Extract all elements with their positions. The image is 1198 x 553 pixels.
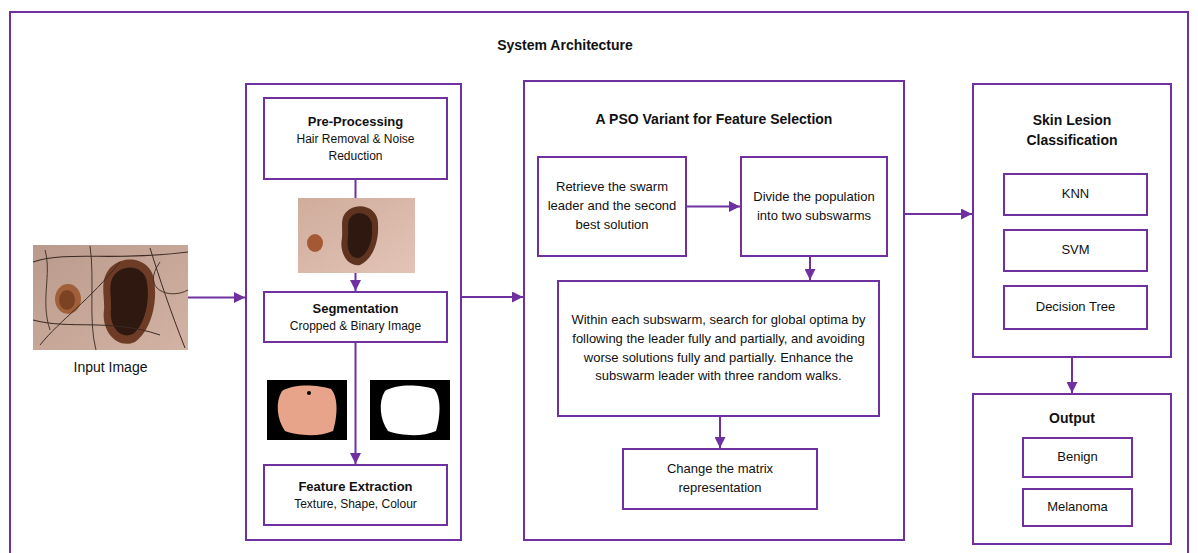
stage-panel: OutputBenignMelanoma — [972, 393, 1172, 545]
process-box: Decision Tree — [1003, 285, 1148, 330]
process-box: Change the matrix representation — [622, 448, 818, 510]
flow-arrow — [188, 297, 245, 299]
box-heading: Pre-Processing — [308, 113, 403, 131]
preprocessed-photo — [298, 198, 415, 273]
outer-frame — [10, 12, 1188, 553]
box-text: SVM — [1061, 241, 1089, 259]
box-text: Retrieve the swarm leader and the second… — [547, 178, 677, 235]
box-heading: Feature Extraction — [298, 478, 412, 496]
flow-arrow — [355, 343, 357, 464]
box-text: Benign — [1057, 448, 1097, 466]
flow-arrow — [809, 257, 811, 280]
flow-arrow — [905, 213, 972, 215]
process-box: Benign — [1022, 437, 1133, 478]
box-text: Divide the population into two subswarms — [750, 188, 878, 226]
cropped-lesion — [267, 380, 347, 440]
box-text: Within each subswarm, search for global … — [567, 311, 870, 386]
box-text: KNN — [1062, 185, 1089, 203]
process-box: Divide the population into two subswarms — [740, 156, 888, 257]
box-text: Decision Tree — [1036, 298, 1115, 316]
flow-arrow — [1071, 358, 1073, 393]
panel-title: A PSO Variant for Feature Selection — [544, 110, 884, 130]
process-box: SegmentationCropped & Binary Image — [263, 291, 448, 343]
flow-arrow — [687, 206, 740, 208]
flow-arrow — [719, 417, 721, 448]
input-photo — [33, 245, 188, 350]
panel-title: Output — [982, 409, 1162, 429]
binary-mask — [370, 380, 450, 440]
process-box: Within each subswarm, search for global … — [557, 280, 880, 417]
box-heading: Segmentation — [313, 300, 399, 318]
stage-panel: A PSO Variant for Feature SelectionRetri… — [523, 80, 905, 541]
image-caption: Input Image — [33, 358, 188, 378]
flow-arrow — [462, 296, 523, 298]
stage-panel: Skin Lesion ClassificationKNN SVM Decision… — [972, 83, 1172, 358]
box-subtext: Texture, Shape, Colour — [294, 496, 417, 513]
box-subtext: Hair Removal & Noise Reduction — [273, 131, 438, 165]
process-box: Feature ExtractionTexture, Shape, Colour — [263, 464, 448, 526]
panel-title: Skin Lesion Classification — [1002, 111, 1142, 150]
diagram-title: System Architecture — [465, 36, 665, 56]
process-box: Pre-ProcessingHair Removal & Noise Reduc… — [263, 97, 448, 180]
process-box: SVM — [1003, 229, 1148, 272]
process-box: Retrieve the swarm leader and the second… — [537, 156, 687, 257]
process-box: KNN — [1003, 173, 1148, 216]
box-subtext: Cropped & Binary Image — [290, 318, 421, 335]
process-box: Melanoma — [1022, 488, 1133, 527]
input-image: Input Image — [33, 245, 188, 350]
box-text: Melanoma — [1047, 498, 1108, 516]
stage-panel: Pre-ProcessingHair Removal & Noise Reduc… — [245, 83, 462, 541]
box-text: Change the matrix representation — [632, 460, 808, 498]
